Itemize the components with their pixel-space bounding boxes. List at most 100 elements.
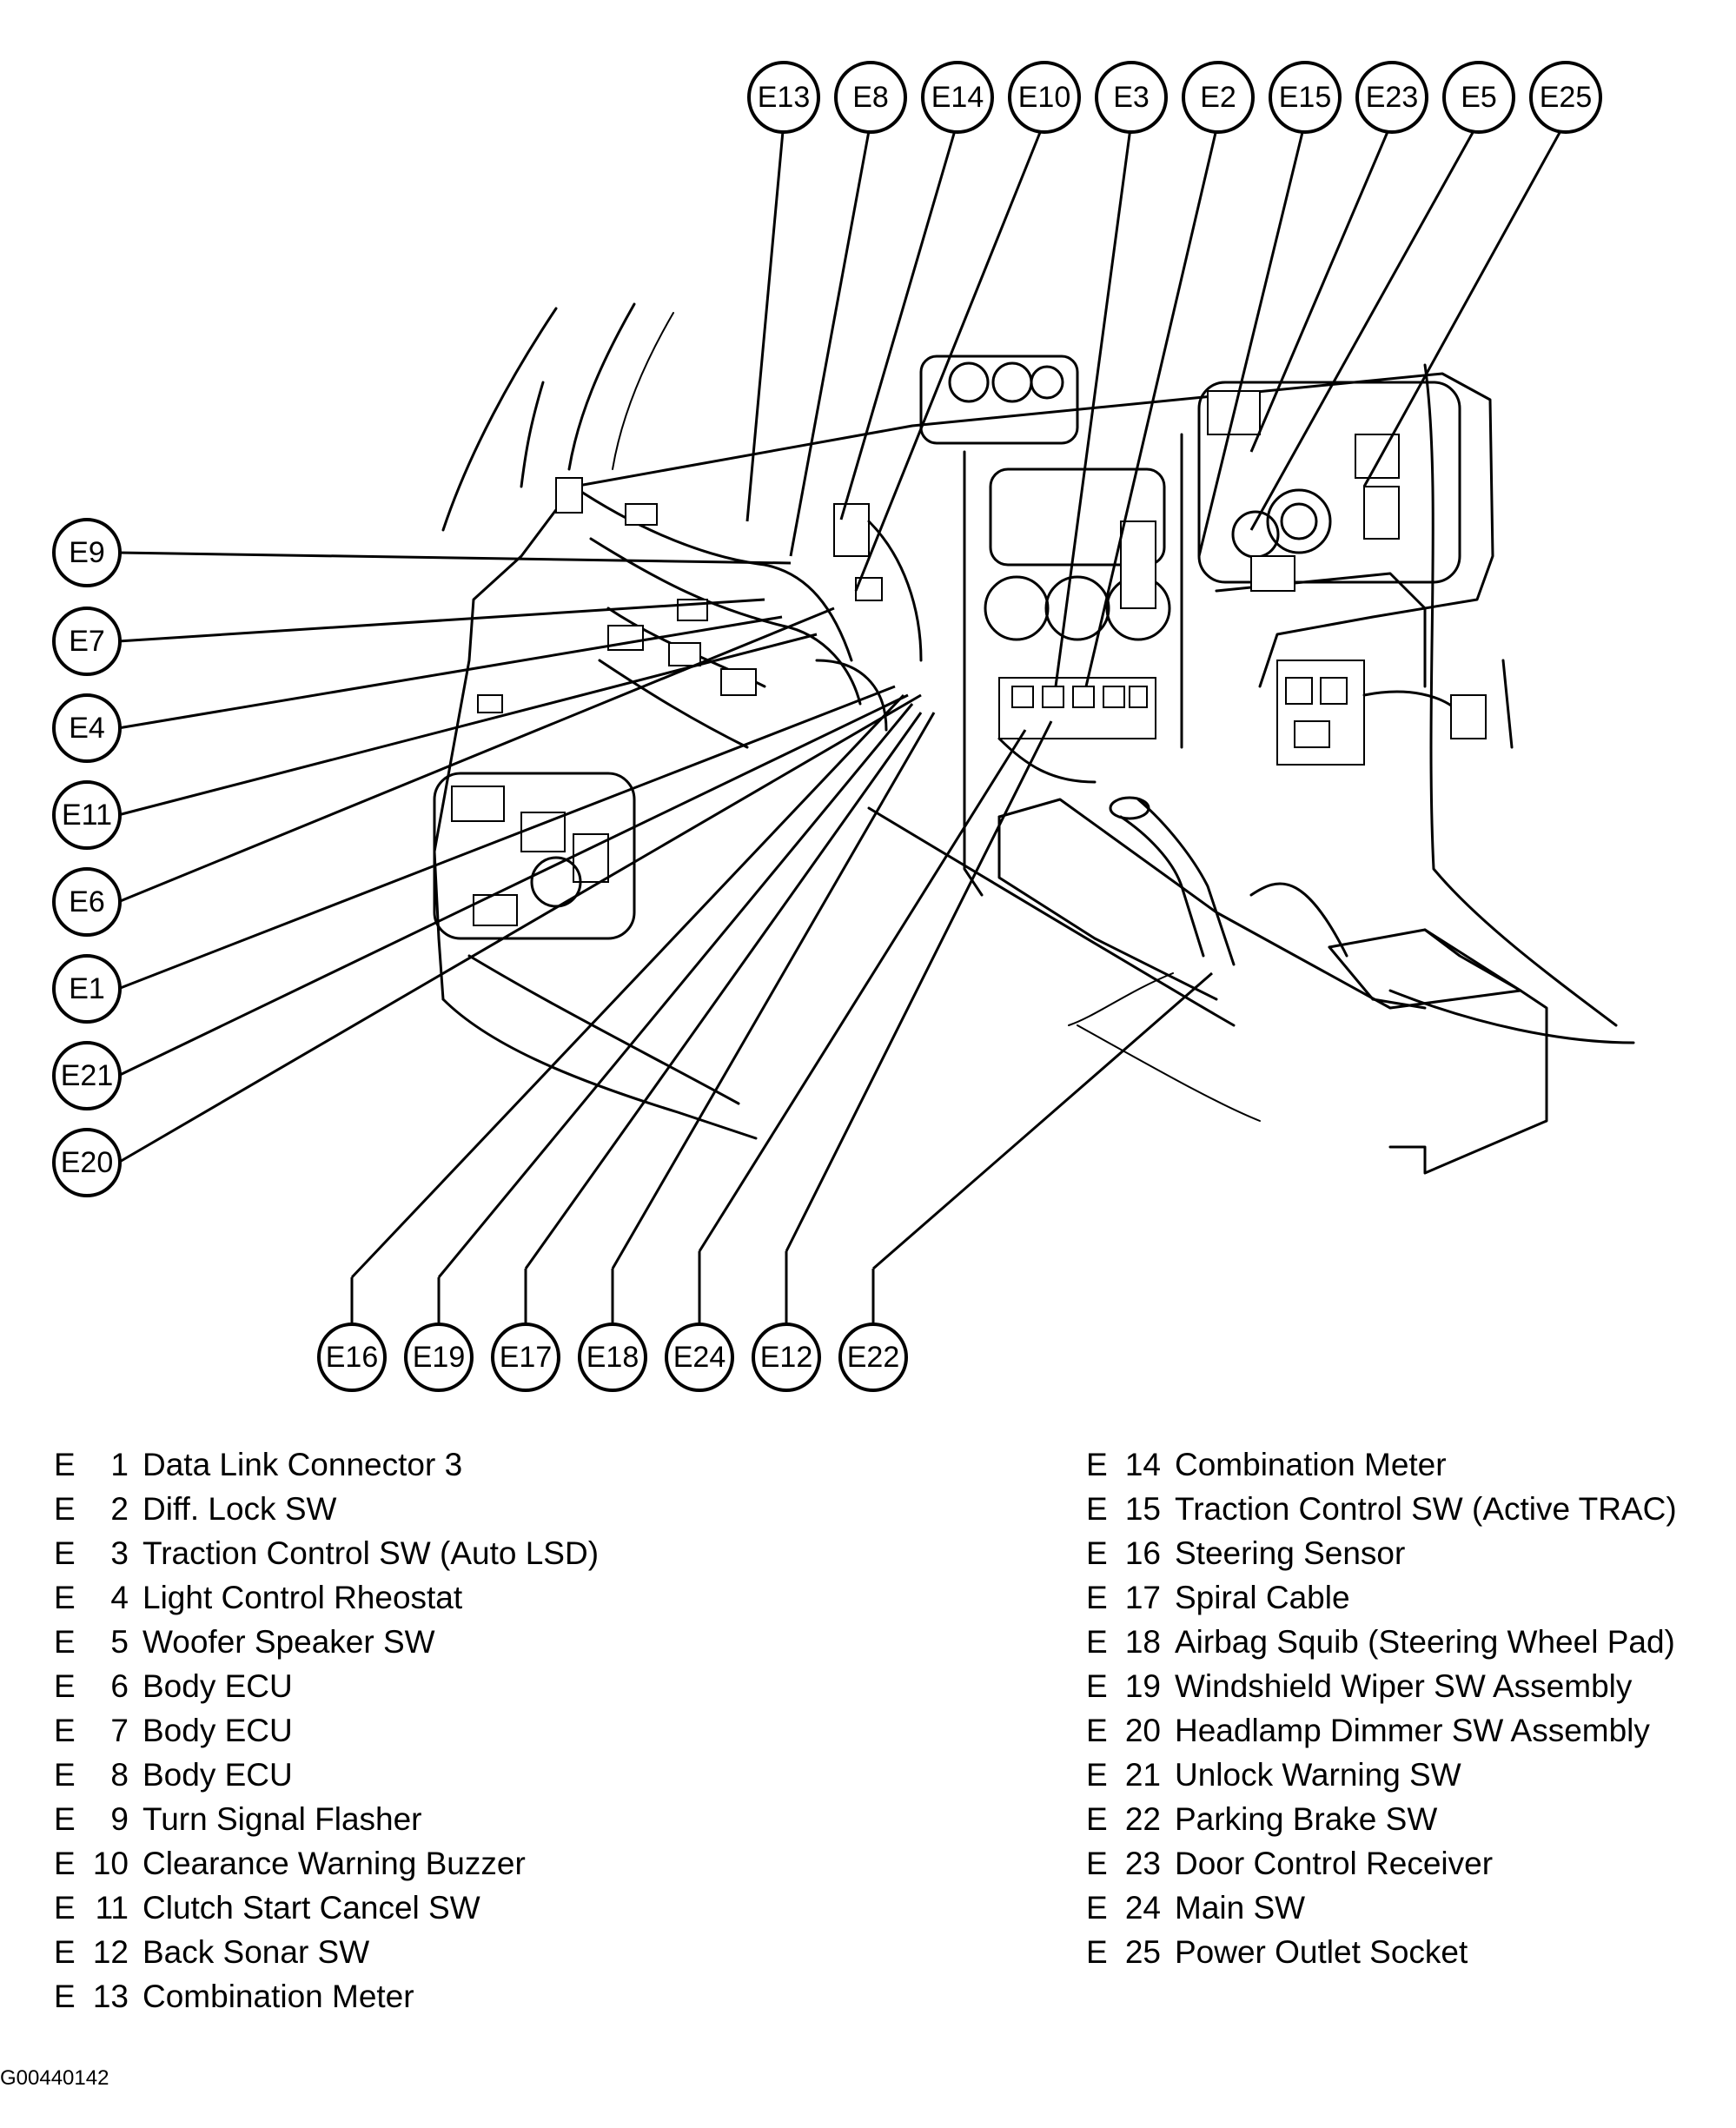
callout-e20: E20 [52,1128,122,1197]
callout-e5: E5 [1442,61,1515,134]
callout-e11: E11 [52,780,122,850]
legend-number: 7 [110,1713,129,1748]
instrument-panel-illustration [433,302,1635,1175]
legend-description: Body ECU [142,1668,293,1704]
legend-prefix: E [54,1668,76,1704]
callout-label: E7 [69,625,105,658]
legend-prefix: E [54,1447,76,1482]
legend-prefix: E [54,1535,76,1571]
callout-label: E6 [69,885,105,918]
callout-e7: E7 [52,607,122,676]
callout-label: E16 [326,1341,379,1374]
callout-e4: E4 [52,693,122,763]
legend-number: 6 [110,1668,129,1704]
callout-label: E12 [760,1341,813,1374]
callout-label: E2 [1200,81,1236,114]
legend-description: Clearance Warning Buzzer [142,1846,526,1881]
callout-label: E15 [1279,81,1332,114]
legend-number: 9 [110,1801,129,1837]
callout-label: E20 [61,1146,114,1179]
legend-description: Diff. Lock SW [142,1491,337,1527]
legend-description: Back Sonar SW [142,1934,370,1970]
legend-description: Woofer Speaker SW [142,1624,435,1660]
callout-label: E9 [69,536,105,569]
callout-e13: E13 [747,61,820,134]
legend-description: Turn Signal Flasher [142,1801,422,1837]
legend-number: 20 [1124,1713,1161,1748]
legend-description: Traction Control SW (Auto LSD) [142,1535,600,1571]
legend-number: 15 [1124,1491,1161,1527]
callout-e23: E23 [1355,61,1428,134]
legend-description: Body ECU [142,1757,293,1793]
legend-prefix: E [1086,1668,1108,1704]
legend-prefix: E [54,1624,76,1660]
callout-label: E1 [69,972,105,1005]
legend-description: Door Control Receiver [1175,1846,1494,1881]
callout-e21: E21 [52,1041,122,1110]
legend-number: 19 [1124,1668,1161,1704]
legend-number: 5 [110,1624,129,1660]
legend-number: 13 [92,1979,129,2014]
legend-number: 10 [92,1846,129,1881]
callout-e6: E6 [52,867,122,937]
callout-e19: E19 [404,1323,474,1392]
legend-prefix: E [1086,1491,1108,1527]
legend-prefix: E [1086,1580,1108,1615]
left-callouts: E9 E7 E4 E11 E6 E1 E21 E20 [52,518,122,1197]
legend-prefix: E [54,1757,76,1793]
legend-description: Steering Sensor [1175,1535,1406,1571]
callout-label: E13 [758,81,811,114]
legend-number: 24 [1124,1890,1161,1926]
legend-description: Headlamp Dimmer SW Assembly [1175,1713,1650,1748]
callout-e3: E3 [1095,61,1168,134]
legend-description: Light Control Rheostat [142,1580,463,1615]
leader-lines [117,121,1567,1325]
diagram-canvas: E13 E8 E14 E10 E3 E2 E15 E23 E5 E25 E9 E… [52,61,1635,1392]
callout-e15: E15 [1269,61,1342,134]
legend-description: Combination Meter [1175,1447,1447,1482]
callout-e1: E1 [52,954,122,1024]
callout-label: E3 [1113,81,1150,114]
legend-description: Combination Meter [142,1979,414,2014]
legend-prefix: E [54,1890,76,1926]
legend-number: 12 [92,1934,129,1970]
legend-description: Windshield Wiper SW Assembly [1175,1668,1633,1704]
legend-number: 21 [1124,1757,1161,1793]
legend-number: 17 [1124,1580,1161,1615]
legend-number: 18 [1124,1624,1161,1660]
legend-description: Body ECU [142,1713,293,1748]
legend-number: 22 [1124,1801,1161,1837]
legend-description: Traction Control SW (Active TRAC) [1175,1491,1677,1527]
callout-label: E4 [69,712,105,745]
callout-e24: E24 [665,1323,734,1392]
legend-description: Power Outlet Socket [1175,1934,1468,1970]
callout-label: E21 [61,1059,114,1092]
legend-prefix: E [54,1580,76,1615]
legend-prefix: E [54,1713,76,1748]
legend-prefix: E [54,1801,76,1837]
callout-label: E11 [62,799,112,832]
legend-prefix: E [1086,1624,1108,1660]
callout-label: E18 [586,1341,639,1374]
legend-prefix: E [1086,1535,1108,1571]
callout-label: E8 [852,81,889,114]
legend-prefix: E [1086,1801,1108,1837]
callout-e12: E12 [752,1323,821,1392]
legend-prefix: E [54,1934,76,1970]
callout-e22: E22 [838,1323,908,1392]
legend-prefix: E [1086,1757,1108,1793]
legend-number: 14 [1124,1447,1161,1482]
legend-prefix: E [54,1846,76,1881]
callout-label: E25 [1540,81,1593,114]
legend-description: Spiral Cable [1175,1580,1350,1615]
callout-e14: E14 [921,61,994,134]
legend-prefix: E [54,1979,76,2014]
legend-prefix: E [1086,1934,1108,1970]
legend-description: Main SW [1175,1890,1306,1926]
legend-prefix: E [1086,1890,1108,1926]
callout-e18: E18 [578,1323,647,1392]
top-callouts: E13 E8 E14 E10 E3 E2 E15 E23 E5 E25 [747,61,1602,134]
callout-label: E22 [847,1341,900,1374]
legend-description: Airbag Squib (Steering Wheel Pad) [1175,1624,1675,1660]
